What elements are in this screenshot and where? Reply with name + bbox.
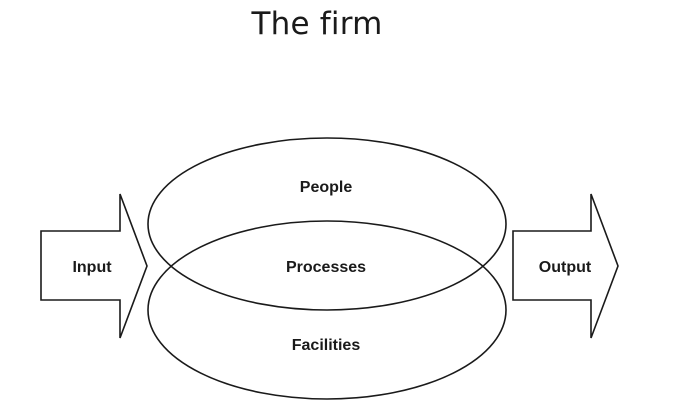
processes-label: Processes: [286, 259, 366, 276]
facilities-label: Facilities: [292, 337, 361, 354]
output-arrow: [512, 193, 619, 339]
input-label: Input: [72, 259, 112, 276]
input-arrow: [40, 193, 148, 339]
facilities-ellipse: [147, 220, 507, 400]
output-label: Output: [539, 259, 592, 276]
people-label: People: [300, 179, 353, 196]
people-ellipse: [147, 137, 507, 311]
page-title: The firm: [251, 6, 383, 42]
